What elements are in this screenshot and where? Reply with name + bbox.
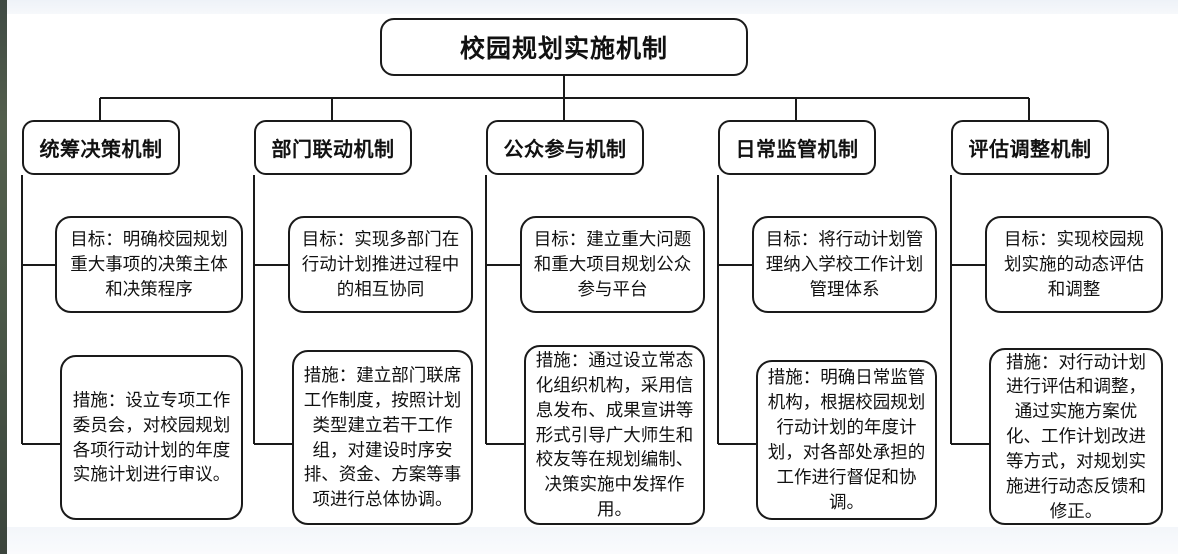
- branch-node-1[interactable]: 统筹决策机制: [22, 120, 180, 175]
- goal-node-4-text: 目标：将行动计划管理纳入学校工作计划管理体系: [765, 229, 924, 299]
- page-top-band: [7, 0, 1178, 14]
- branch-node-1-label: 统筹决策机制: [39, 139, 163, 161]
- branch-node-3-label: 公众参与机制: [503, 139, 627, 161]
- measure-node-4-text: 措施：明确日常监管机构，根据校园规划行动计划的年度计划，对各部处承担的工作进行督…: [767, 367, 926, 512]
- left-edge-strip: [0, 0, 7, 554]
- branch-node-5[interactable]: 评估调整机制: [951, 120, 1109, 175]
- branch-node-4-label: 日常监管机制: [735, 139, 859, 161]
- page-bottom-band: [7, 527, 1178, 554]
- measure-node-5-text: 措施：对行动计划进行评估和调整，通过实施方案优化、工作计划改进等方式，对规划实施…: [1006, 351, 1146, 521]
- goal-node-3-text: 目标：建立重大问题和重大项目规划公众参与平台: [533, 229, 692, 299]
- measure-node-2[interactable]: 措施：建立部门联席工作制度，按照计划类型建立若干工作组，对建设时序安排、资金、方…: [292, 350, 473, 525]
- measure-node-2-text: 措施：建立部门联席工作制度，按照计划类型建立若干工作组，对建设时序安排、资金、方…: [303, 364, 462, 510]
- measure-node-1[interactable]: 措施：设立专项工作委员会，对校园规划各项行动计划的年度实施计划进行审议。: [60, 355, 243, 520]
- goal-node-1-text: 目标：明确校园规划重大事项的决策主体和决策程序: [70, 229, 228, 299]
- root-node[interactable]: 校园规划实施机制: [380, 18, 748, 76]
- goal-node-5-text: 目标：实现校园规划实施的动态评估和调整: [1004, 229, 1144, 299]
- measure-node-1-text: 措施：设立专项工作委员会，对校园规划各项行动计划的年度实施计划进行审议。: [72, 389, 231, 485]
- goal-node-1[interactable]: 目标：明确校园规划重大事项的决策主体和决策程序: [55, 216, 243, 313]
- goal-node-4[interactable]: 目标：将行动计划管理纳入学校工作计划管理体系: [752, 216, 937, 313]
- measure-node-5[interactable]: 措施：对行动计划进行评估和调整，通过实施方案优化、工作计划改进等方式，对规划实施…: [989, 348, 1163, 525]
- measure-node-3-text: 措施：通过设立常态化组织机构，采用信息发布、成果宣讲等形式引导广大师生和校友等在…: [535, 350, 694, 520]
- branch-node-5-label: 评估调整机制: [968, 139, 1092, 161]
- goal-node-2-text: 目标：实现多部门在行动计划推进过程中的相互协同: [301, 229, 460, 299]
- branch-node-2[interactable]: 部门联动机制: [254, 120, 412, 175]
- branch-node-2-label: 部门联动机制: [271, 139, 395, 161]
- goal-node-5[interactable]: 目标：实现校园规划实施的动态评估和调整: [985, 216, 1163, 313]
- root-node-label: 校园规划实施机制: [459, 36, 668, 63]
- measure-node-4[interactable]: 措施：明确日常监管机构，根据校园规划行动计划的年度计划，对各部处承担的工作进行督…: [756, 360, 937, 520]
- branch-node-4[interactable]: 日常监管机制: [718, 120, 876, 175]
- goal-node-3[interactable]: 目标：建立重大问题和重大项目规划公众参与平台: [520, 216, 705, 313]
- measure-node-3[interactable]: 措施：通过设立常态化组织机构，采用信息发布、成果宣讲等形式引导广大师生和校友等在…: [524, 345, 705, 525]
- goal-node-2[interactable]: 目标：实现多部门在行动计划推进过程中的相互协同: [288, 216, 473, 313]
- branch-node-3[interactable]: 公众参与机制: [486, 120, 644, 175]
